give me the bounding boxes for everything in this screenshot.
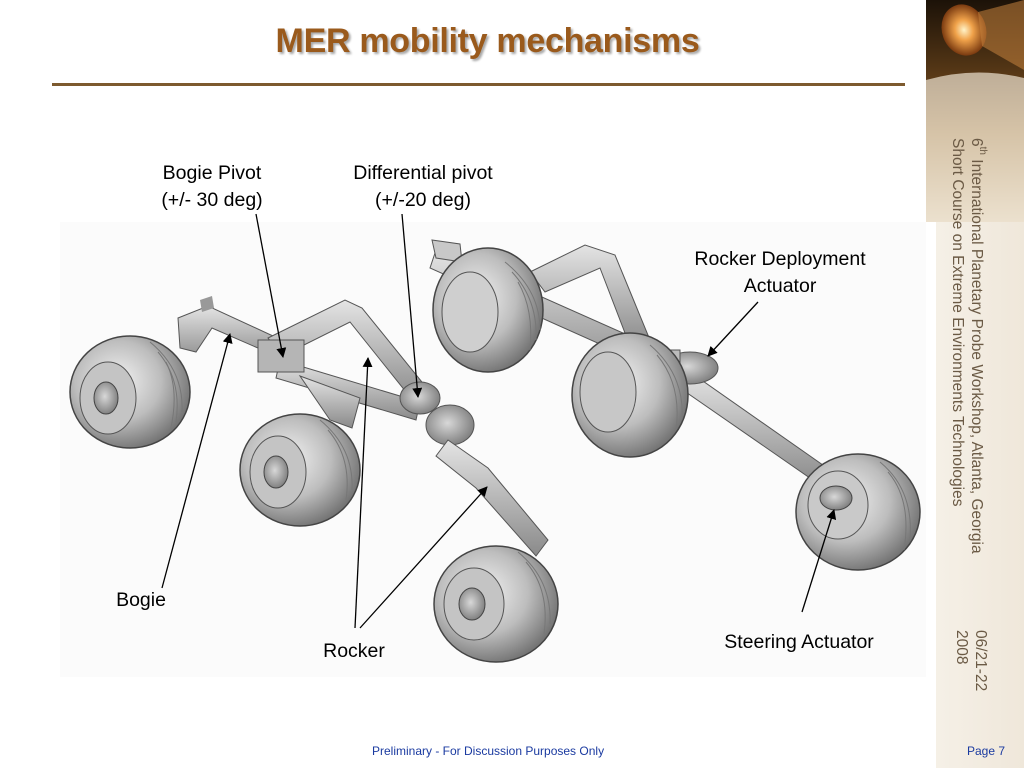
label-differential-pivot: Differential pivot (+/-20 deg) [330, 160, 516, 214]
label-differential-pivot-line2: (+/-20 deg) [375, 189, 471, 211]
page-number: Page 7 [967, 744, 1006, 758]
conference-line-1: 6th International Planetary Probe Worksh… [968, 138, 989, 554]
arrow-bogie [161, 333, 233, 589]
wheel-front-left [433, 545, 559, 663]
date-line-1: 06/21-22 [972, 630, 989, 692]
arrow-bogie-pivot [255, 213, 287, 358]
footer-disclaimer: Preliminary - For Discussion Purposes On… [372, 744, 605, 758]
arrow-differential-pivot [401, 213, 423, 398]
arrow-steering-actuator [801, 509, 837, 613]
wheel-middle-right [571, 332, 689, 458]
conference-line-2: Short Course on Extreme Environments Tec… [949, 138, 966, 507]
sidebar-divider [926, 222, 936, 768]
title-divider [52, 83, 905, 86]
wheel-middle-left [239, 413, 361, 527]
date-line-2: 2008 [953, 630, 970, 665]
callout-arrows [161, 213, 837, 629]
label-bogie-pivot: Bogie Pivot (+/- 30 deg) [138, 160, 286, 214]
label-steering-actuator: Steering Actuator [724, 631, 874, 653]
left-rocker-bogie [177, 296, 549, 557]
label-rocker-deployment-line2: Actuator [743, 275, 817, 297]
wheel-rear-right [432, 247, 544, 373]
arrow-rocker-2 [359, 486, 488, 629]
conference-date: 06/21-22 2008 [952, 630, 990, 691]
label-rocker-deployment-actuator: Rocker Deployment Actuator [672, 246, 888, 300]
wheel-front-right [795, 453, 921, 571]
label-bogie-pivot-line2: (+/- 30 deg) [161, 189, 263, 211]
slide-title: MER mobility mechanisms [275, 22, 700, 60]
label-bogie-pivot-line1: Bogie Pivot [162, 162, 262, 184]
arrow-rocker-deployment [707, 301, 759, 357]
rover-mobility-diagram [69, 213, 921, 663]
mars-entry-image [926, 0, 1024, 222]
arrow-rocker-1 [354, 357, 373, 629]
label-rocker: Rocker [323, 640, 385, 662]
label-differential-pivot-line1: Differential pivot [353, 162, 493, 184]
label-rocker-deployment-line1: Rocker Deployment [694, 248, 866, 270]
conference-name: 6th International Planetary Probe Worksh… [948, 138, 992, 554]
wheel-rear-left [69, 335, 191, 449]
label-bogie: Bogie [116, 589, 166, 611]
